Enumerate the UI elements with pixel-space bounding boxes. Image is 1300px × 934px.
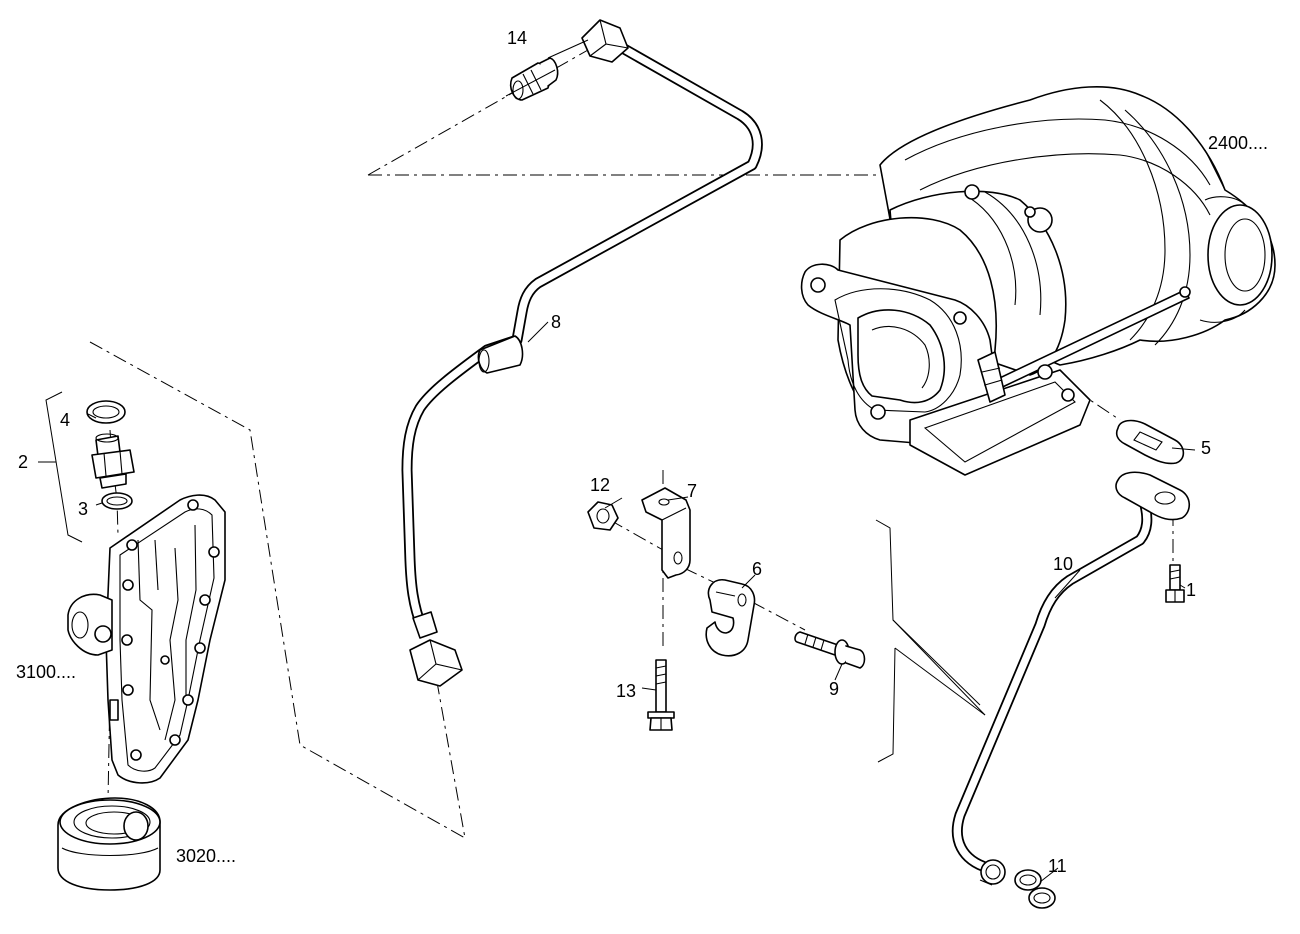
turbocharger bbox=[800, 86, 1276, 476]
callout-5: 5 bbox=[1201, 438, 1211, 458]
callout-1: 1 bbox=[1186, 580, 1196, 600]
gasket bbox=[1115, 419, 1185, 465]
callout-11: 11 bbox=[1048, 856, 1067, 876]
screw bbox=[1165, 564, 1185, 603]
callout-14: 14 bbox=[507, 28, 527, 48]
bracket bbox=[641, 487, 691, 579]
leader-lines bbox=[38, 39, 1226, 883]
filter-head bbox=[67, 494, 226, 784]
bolt bbox=[647, 659, 675, 731]
flange-screw bbox=[794, 631, 866, 669]
adapter-fitting bbox=[509, 57, 559, 101]
reference-2400: 2400.... bbox=[1208, 133, 1268, 153]
reference-3020: 3020.... bbox=[176, 846, 236, 866]
nut bbox=[587, 501, 619, 531]
oil-drain-pipe bbox=[951, 471, 1191, 886]
callout-4: 4 bbox=[60, 410, 70, 430]
callout-7: 7 bbox=[687, 481, 697, 501]
fitting-assembly bbox=[86, 400, 135, 510]
reference-3100: 3100.... bbox=[16, 662, 76, 682]
filter-cartridge bbox=[57, 797, 161, 891]
callout-3: 3 bbox=[78, 499, 88, 519]
callout-8: 8 bbox=[551, 312, 561, 332]
callout-labels: 1 2 3 4 5 6 7 8 9 10 11 12 13 14 2400...… bbox=[16, 28, 1268, 876]
sealing-washers bbox=[1014, 869, 1056, 909]
callout-9: 9 bbox=[829, 679, 839, 699]
callout-13: 13 bbox=[616, 681, 636, 701]
callout-10: 10 bbox=[1053, 554, 1073, 574]
callout-12: 12 bbox=[590, 475, 610, 495]
clamp bbox=[705, 579, 756, 657]
callout-2: 2 bbox=[18, 452, 28, 472]
callout-6: 6 bbox=[752, 559, 762, 579]
oil-feed-pipe bbox=[401, 19, 763, 687]
